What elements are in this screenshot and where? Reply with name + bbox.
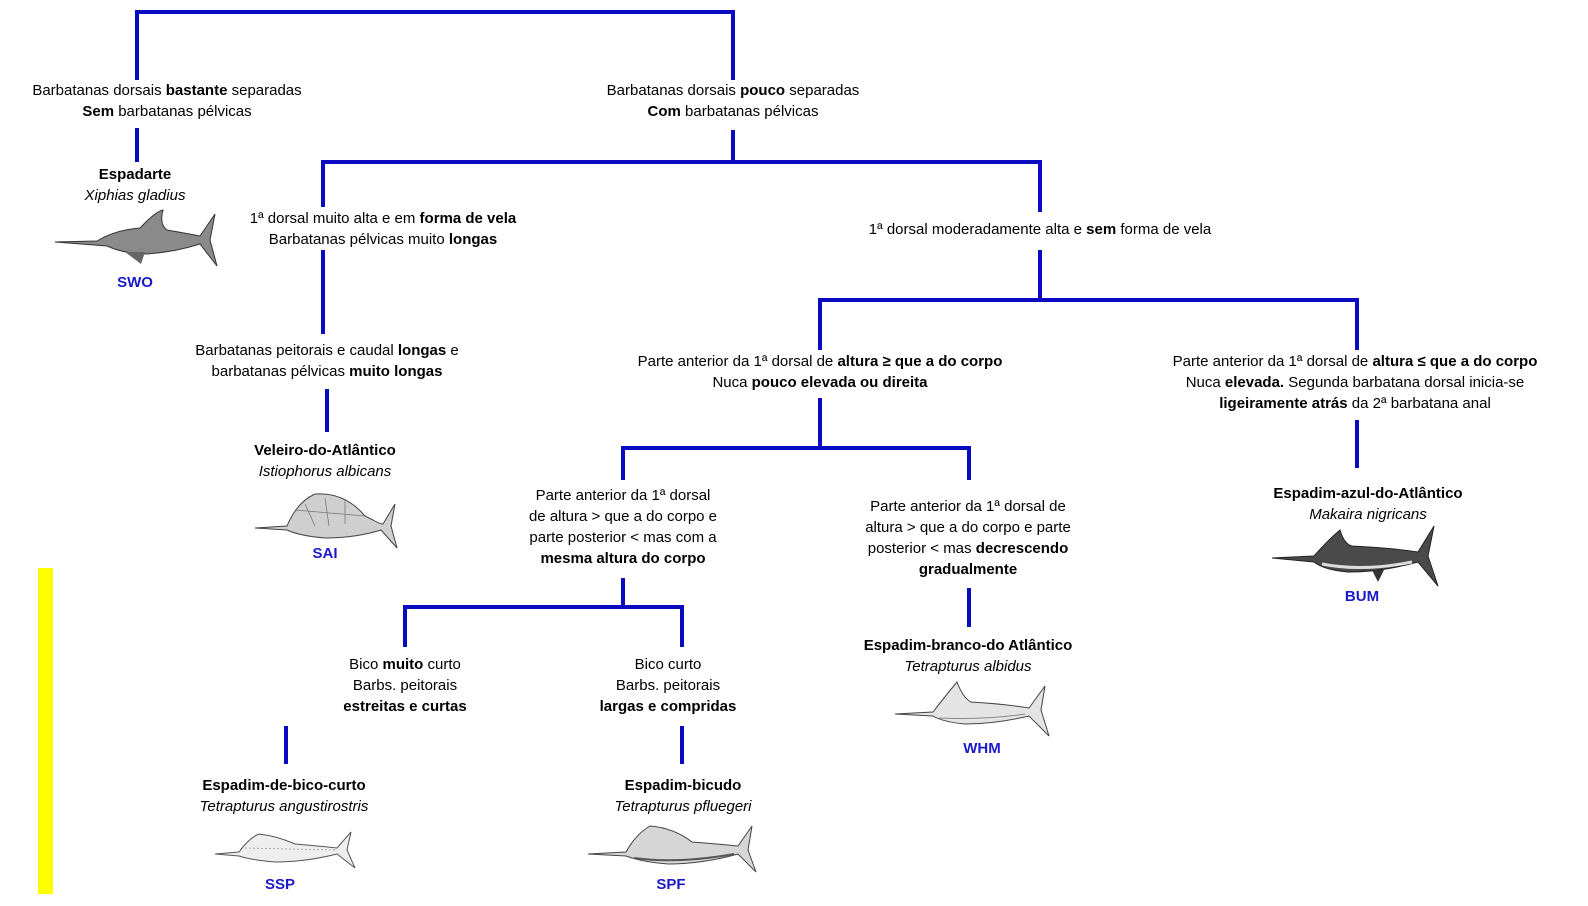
node-gradually-decreasing: Parte anterior da 1ª dorsal de altura > … — [865, 498, 1071, 578]
species-code-ssp: SSP — [264, 876, 295, 893]
node-sail-dorsal: 1ª dorsal muito alta e em forma de vela … — [249, 210, 517, 248]
species-name: Espadarte — [98, 166, 172, 183]
species-scientific-name: Tetrapturus pfluegeri — [614, 798, 752, 815]
species-scientific-name: Istiophorus albicans — [258, 463, 392, 480]
species-name: Espadim-branco-do Atlântico — [863, 637, 1073, 654]
node-short-bill: Bico curto Barbs. peitorais largas e com… — [599, 656, 737, 715]
longbill-spearfish-illustration — [588, 825, 757, 873]
species-name: Espadim-bicudo — [624, 777, 742, 794]
species-name: Espadim-azul-do-Atlântico — [1273, 485, 1463, 502]
species-ssp: Espadim-de-bico-curto Tetrapturus angust… — [164, 775, 404, 817]
connector-root — [135, 10, 735, 80]
species-code-bum: BUM — [1344, 588, 1380, 605]
node-long-pectoral: Barbatanas peitorais e caudal longas e b… — [195, 342, 459, 380]
species-swo: Espadarte Xiphias gladius — [35, 164, 235, 206]
swordfish-illustration — [55, 209, 218, 267]
species-scientific-name: Xiphias gladius — [84, 187, 186, 204]
blue-marlin-illustration — [1272, 525, 1439, 587]
connector-n6 — [621, 398, 971, 480]
shortbill-spearfish-illustration — [215, 831, 356, 869]
node-moderate-dorsal: 1ª dorsal moderadamente alta e sem forma… — [868, 221, 1212, 238]
species-name: Espadim-de-bico-curto — [202, 777, 366, 794]
species-whm: Espadim-branco-do Atlântico Tetrapturus … — [838, 635, 1098, 677]
species-code-swo: SWO — [117, 274, 153, 291]
species-scientific-name: Makaira nigricans — [1309, 506, 1427, 523]
species-bum: Espadim-azul-do-Atlântico Makaira nigric… — [1230, 483, 1506, 525]
species-name: Veleiro-do-Atlântico — [254, 442, 396, 459]
node-same-body-height: Parte anterior da 1ª dorsal de altura > … — [528, 487, 718, 567]
species-sai: Veleiro-do-Atlântico Istiophorus albican… — [205, 440, 445, 482]
species-spf: Espadim-bicudo Tetrapturus pfluegeri — [563, 775, 803, 817]
species-code-sai: SAI — [312, 545, 338, 562]
white-marlin-illustration — [895, 681, 1050, 737]
node-dorsal-height-ge-body: Parte anterior da 1ª dorsal de altura ≥ … — [637, 353, 1003, 391]
species-scientific-name: Tetrapturus albidus — [904, 658, 1032, 675]
connector-n2 — [321, 130, 1042, 212]
species-scientific-name: Tetrapturus angustirostris — [199, 798, 369, 815]
species-code-whm: WHM — [963, 740, 1001, 757]
connector-n8 — [403, 578, 684, 647]
node-dorsal-widely-separated: Barbatanas dorsais bastante separadas Se… — [32, 82, 302, 120]
connector-n4 — [818, 250, 1359, 350]
node-dorsal-slightly-separated: Barbatanas dorsais pouco separadas Com b… — [606, 82, 860, 120]
yellow-accent-bar — [38, 568, 53, 894]
node-dorsal-height-le-body: Parte anterior da 1ª dorsal de altura ≤ … — [1172, 353, 1538, 412]
species-code-spf: SPF — [656, 876, 686, 893]
sailfish-illustration — [255, 493, 398, 549]
node-very-short-bill: Bico muito curto Barbs. peitorais estrei… — [343, 656, 467, 715]
